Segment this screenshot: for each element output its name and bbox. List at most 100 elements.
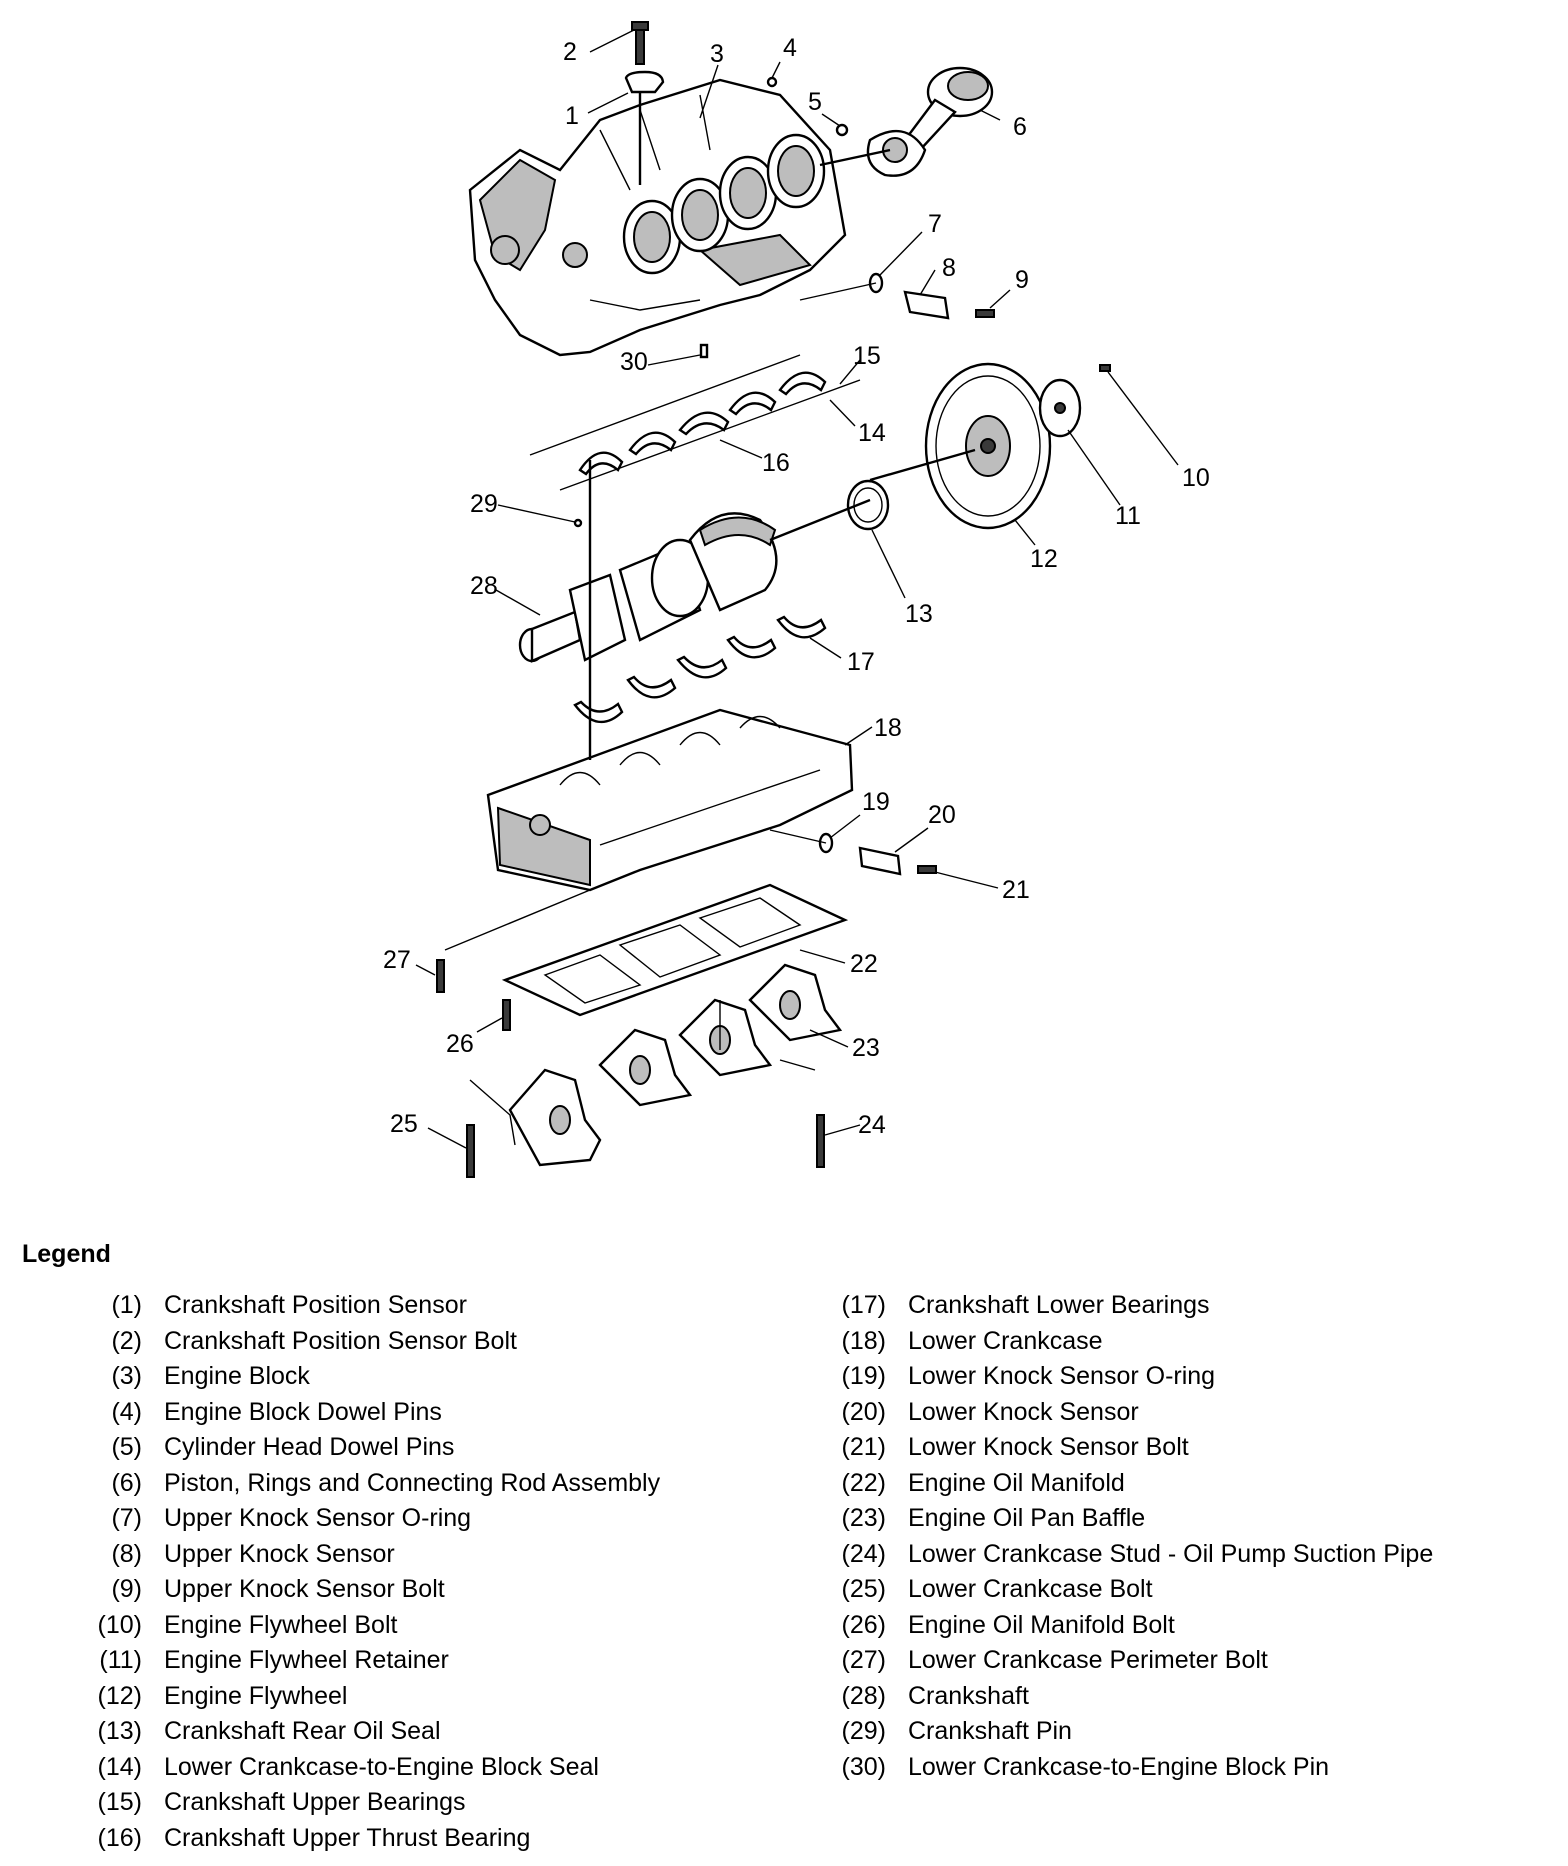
legend-item-label: Lower Crankcase Bolt [908, 1575, 1153, 1603]
legend-item-label: Engine Oil Manifold [908, 1468, 1125, 1497]
legend-item: (11) Engine Flywheel Retainer [70, 1643, 770, 1679]
lower-crankcase [486, 708, 854, 892]
legend-item-number: (5) [111, 1433, 142, 1461]
legend-item-number: (29) [841, 1717, 886, 1745]
callout-2: 2 [563, 38, 577, 66]
legend-item-number: (22) [841, 1468, 886, 1497]
legend-item: (10)Engine Flywheel Bolt [70, 1608, 770, 1644]
legend-item-label: Engine Flywheel Retainer [164, 1646, 449, 1674]
callout-8: 8 [942, 254, 956, 282]
legend-item-number: (11) [99, 1646, 142, 1674]
legend-item: (23) Engine Oil Pan Baffle [814, 1501, 1554, 1537]
callout-12: 12 [1030, 545, 1058, 573]
legend-item: (17) Crankshaft Lower Bearings [814, 1288, 1554, 1324]
legend-item-number: (27) [841, 1646, 886, 1674]
engine-block [468, 78, 847, 357]
legend-item-number: (3) [111, 1362, 142, 1390]
legend-item-number: (19) [841, 1362, 886, 1390]
legend-item-number: (26) [841, 1610, 886, 1639]
legend-item-label: Crankshaft Position Sensor [164, 1291, 467, 1319]
legend-item-number: (12) [97, 1681, 142, 1710]
legend-column-right: (17) Crankshaft Lower Bearings (18) Lower C… [814, 1288, 1554, 1785]
legend-item-number: (15) [97, 1788, 142, 1816]
legend-item: (4)Engine Block Dowel Pins [70, 1395, 770, 1431]
callout-27: 27 [383, 946, 411, 974]
legend-item-label: Engine Oil Manifold Bolt [908, 1610, 1175, 1639]
legend-item-number: (16) [97, 1823, 142, 1852]
legend-item: (14)Lower Crankcase-to-Engine Block Seal [70, 1750, 770, 1786]
legend-item-label: Engine Block [164, 1362, 310, 1390]
legend-item: (28) Crankshaft [814, 1679, 1554, 1715]
crankshaft-upper-bearings [578, 371, 827, 476]
callout-5: 5 [808, 88, 822, 116]
callout-18: 18 [874, 714, 902, 742]
legend-item-number: (17) [841, 1291, 886, 1319]
legend-item-label: Lower Crankcase-to-Engine Block Pin [908, 1752, 1330, 1781]
callout-10: 10 [1182, 464, 1210, 492]
legend-item: (9) Upper Knock Sensor Bolt [70, 1572, 770, 1608]
legend-item-label: Crankshaft Pin [908, 1717, 1072, 1745]
legend-item-number: (10) [97, 1610, 142, 1639]
callout-4: 4 [783, 34, 797, 62]
piston-rod-assembly [866, 66, 994, 177]
legend-item-label: Engine Block Dowel Pins [164, 1397, 442, 1426]
legend-item: (21)Lower Knock Sensor Bolt [814, 1430, 1554, 1466]
callout-19: 19 [862, 788, 890, 816]
legend-item: (18) Lower Crankcase [814, 1324, 1554, 1360]
callout-9: 9 [1015, 266, 1029, 294]
legend-item-label: Crankshaft [908, 1681, 1029, 1710]
callout-1: 1 [565, 102, 579, 130]
legend-item: (12) Engine Flywheel [70, 1679, 770, 1715]
engine-oil-pan-baffle [508, 963, 843, 1167]
legend-item-number: (30) [841, 1752, 886, 1781]
legend-item-label: Upper Knock Sensor O-ring [164, 1504, 472, 1532]
legend-column-left: (1)Crankshaft Position Sensor(2)Cranksha… [70, 1288, 770, 1856]
legend-item: (2) Crankshaft Position Sensor Bolt [70, 1324, 770, 1360]
legend-item-number: (23) [841, 1504, 886, 1532]
legend-item-number: (18) [841, 1326, 886, 1355]
legend-item: (26) Engine Oil Manifold Bolt [814, 1608, 1554, 1644]
legend-item: (22) Engine Oil Manifold [814, 1466, 1554, 1502]
legend-item: (20)Lower Knock Sensor [814, 1395, 1554, 1431]
crankshaft-position-sensor [624, 21, 665, 94]
legend-item: (6)Piston, Rings and Connecting Rod Asse… [70, 1466, 770, 1502]
legend-item-number: (9) [111, 1575, 142, 1603]
legend-item: (15) Crankshaft Upper Bearings [70, 1785, 770, 1821]
legend-item: (27)Lower Crankcase Perimeter Bolt [814, 1643, 1554, 1679]
legend-item-label: Engine Oil Pan Baffle [908, 1504, 1146, 1532]
legend-item-label: Lower Knock Sensor O-ring [908, 1362, 1216, 1390]
legend-item-label: Crankshaft Upper Bearings [164, 1788, 466, 1816]
engine-oil-manifold [501, 883, 849, 1017]
legend-item-number: (13) [97, 1717, 142, 1745]
legend-title: Legend [22, 1240, 111, 1268]
legend-item: (8) Upper Knock Sensor [70, 1537, 770, 1573]
legend-item-label: Lower Crankcase [908, 1326, 1103, 1355]
legend-item-label: Engine Flywheel [164, 1681, 348, 1710]
engine-flywheel [924, 362, 1052, 530]
callout-24: 24 [858, 1111, 886, 1139]
legend-item-label: Crankshaft Upper Thrust Bearing [164, 1823, 531, 1852]
legend-item: (5) Cylinder Head Dowel Pins [70, 1430, 770, 1466]
legend-item-number: (2) [111, 1326, 142, 1355]
legend-item-label: Crankshaft Lower Bearings [908, 1291, 1210, 1319]
callout-26: 26 [446, 1030, 474, 1058]
callout-17: 17 [847, 648, 875, 676]
legend-item-label: Upper Knock Sensor [164, 1539, 395, 1568]
legend-item-label: Crankshaft Position Sensor Bolt [164, 1326, 517, 1355]
callout-6: 6 [1013, 113, 1027, 141]
legend-item-label: Cylinder Head Dowel Pins [164, 1433, 455, 1461]
callout-labels: 1 2 3 4 5 6 7 8 9 10 11 12 13 14 15 16 1… [383, 34, 1210, 1139]
callout-25: 25 [390, 1110, 418, 1138]
legend-item-label: Lower Knock Sensor Bolt [908, 1433, 1189, 1461]
callout-21: 21 [1002, 876, 1030, 904]
exploded-engine-diagram: 1 2 3 4 5 6 7 8 9 10 11 12 13 14 15 16 1… [383, 21, 1210, 1178]
legend-item-number: (8) [111, 1539, 142, 1568]
callout-22: 22 [850, 950, 878, 978]
callout-20: 20 [928, 801, 956, 829]
callout-7: 7 [928, 210, 942, 238]
callout-15: 15 [853, 342, 881, 370]
legend-item-number: (28) [841, 1681, 886, 1710]
legend-item-label: Upper Knock Sensor Bolt [164, 1575, 445, 1603]
legend-item-number: (6) [111, 1468, 142, 1497]
callout-11: 11 [1115, 502, 1141, 530]
